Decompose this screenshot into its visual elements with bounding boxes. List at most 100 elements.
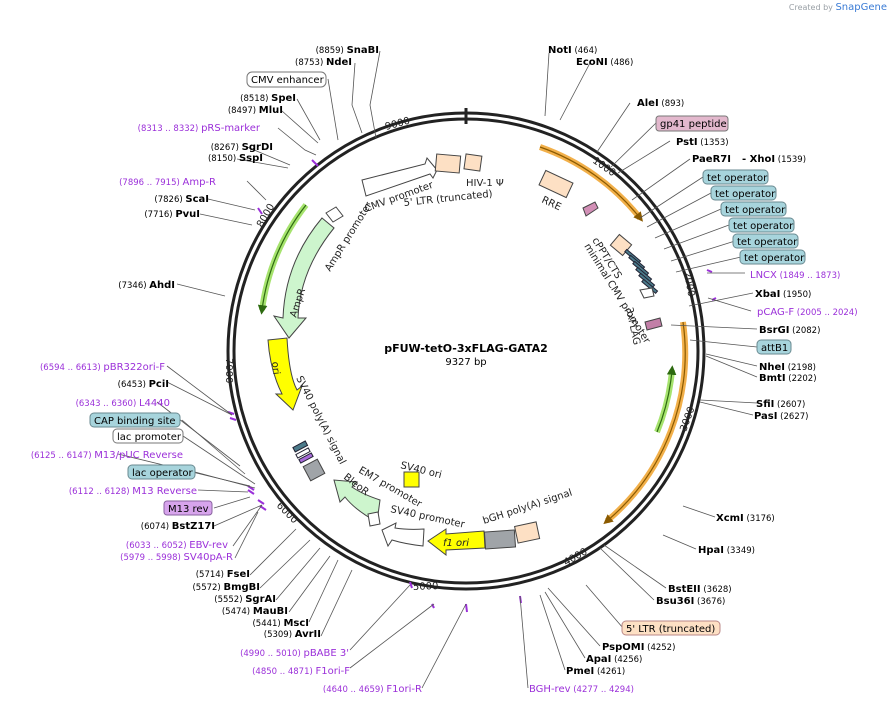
site-label-scai: (7826) ScaI xyxy=(154,194,209,205)
box-lac-promoter-label: lac promoter xyxy=(117,432,182,443)
site-position: (2202) xyxy=(786,374,817,384)
site-name: AhdI xyxy=(149,280,175,291)
primer-tick-11 xyxy=(706,269,713,273)
site-name: SpeI xyxy=(271,93,296,104)
plasmid-size: 9327 bp xyxy=(445,357,486,368)
primer-name: pRS-marker xyxy=(201,123,261,134)
leader-lines xyxy=(117,50,758,689)
primer-name: L4440 xyxy=(139,398,170,409)
feature-rre: RRE xyxy=(540,195,563,214)
primer-tick-10 xyxy=(465,603,468,613)
site-label-bsrgi: BsrGI (2082) xyxy=(759,325,820,336)
box-tet-3 xyxy=(720,201,787,217)
site-label-bmti: BmtI (2202) xyxy=(759,373,817,384)
site-label-xbai: XbaI (1950) xyxy=(755,289,811,300)
primer-tick-5 xyxy=(247,489,255,495)
flag-marker xyxy=(644,317,663,331)
site-name: MauBI xyxy=(253,606,288,617)
site-label-sfii: SfiI (2607) xyxy=(756,399,805,410)
site-name: XbaI xyxy=(755,289,780,300)
site-name: SgrDI xyxy=(242,142,273,153)
site-position: (1353) xyxy=(698,138,729,148)
site-label-snabi: (8859) SnaBI xyxy=(316,45,379,56)
site-position: (7826) xyxy=(154,195,185,205)
feature-f1-ori: f1 ori xyxy=(443,538,469,549)
tick-label-8000: 8000 xyxy=(255,202,277,230)
site-label-econi: EcoNI (486) xyxy=(576,57,633,68)
site-label-ndei: (8753) NdeI xyxy=(295,57,352,68)
primer-position: (4640 .. 4659) xyxy=(323,685,386,695)
feature-ori: ori xyxy=(269,361,281,375)
box-tet-4 xyxy=(728,217,795,233)
box-lac-operator xyxy=(127,464,196,480)
site-name: BmgBI xyxy=(223,582,260,593)
site-position: (7716) xyxy=(144,210,175,220)
feature-3xflag: 3xFLAG xyxy=(623,306,642,346)
site-name: NheI xyxy=(759,362,785,373)
bgh-polya-box xyxy=(513,521,541,544)
feature-hiv-psi: HIV-1 Ψ xyxy=(466,178,504,189)
primer-position: (1849 .. 1873) xyxy=(777,271,840,281)
green-arc-right xyxy=(654,369,675,434)
site-label-hpai: HpaI (3349) xyxy=(698,545,755,556)
box-cmv-enhancer xyxy=(246,71,327,88)
site-position: (2198) xyxy=(785,363,816,373)
site-label-nhei: NheI (2198) xyxy=(759,362,816,373)
orange-arc-right-core xyxy=(603,321,686,525)
site-name: - XhoI xyxy=(742,154,775,165)
primer-position: (7896 .. 7915) xyxy=(119,178,182,188)
site-label-apai: ApaI (4256) xyxy=(586,654,642,665)
site-name: SnaBI xyxy=(347,45,379,56)
site-label-avrii: (5309) AvrII xyxy=(264,629,321,640)
site-name: FseI xyxy=(227,569,250,580)
site-position: (4256) xyxy=(611,655,642,665)
site-label-sgrai: (5552) SgrAI xyxy=(214,594,276,605)
primer-tick-8 xyxy=(409,581,413,589)
site-name: MluI xyxy=(259,105,283,116)
site-label-mlui: (8497) MluI xyxy=(228,105,283,116)
site-position: (5474) xyxy=(222,607,253,617)
site-position: (2627) xyxy=(777,412,808,422)
site-label-alei: AleI (893) xyxy=(637,98,684,109)
primer-name: pCAG-F xyxy=(757,307,794,318)
primer-position: (4277 .. 4294) xyxy=(571,685,634,695)
site-position: (3176) xyxy=(744,514,775,524)
box-lac-promoter xyxy=(112,428,184,444)
site-position: (8753) xyxy=(295,58,326,68)
box-lac-operator-label: lac operator xyxy=(132,468,193,479)
box-tet-1 xyxy=(702,169,769,185)
site-name: PaeR7I xyxy=(692,154,731,165)
box-attb1-label: attB1 xyxy=(761,343,788,354)
gp41-marker xyxy=(582,201,599,217)
tick-label-4000: 4000 xyxy=(562,546,590,568)
bgh-grey-box xyxy=(483,529,517,550)
ampr-arrow xyxy=(272,217,335,339)
site-label-noti: NotI (464) xyxy=(548,45,597,56)
site-position: (8267) xyxy=(211,143,242,153)
primer-label-m13-reverse: (6112 .. 6128) M13 Reverse xyxy=(69,486,197,497)
site-position: (6074) xyxy=(141,522,172,532)
site-name: NotI xyxy=(548,45,572,56)
tet-operator-stack xyxy=(624,248,659,295)
site-name: EcoNI xyxy=(576,57,608,68)
plasmid-name: pFUW-tetO-3xFLAG-GATA2 xyxy=(384,342,548,355)
ori-arrow xyxy=(267,337,304,411)
site-label-sspi: (8150) SspI xyxy=(208,153,263,164)
site-label-ahdi: (7346) AhdI xyxy=(118,280,175,291)
box-tet-6-label: tet operator xyxy=(744,253,805,264)
primer-name: M13/pUC Reverse xyxy=(94,450,183,461)
primer-name: F1ori-R xyxy=(386,684,422,695)
primer-position: (6033 .. 6052) xyxy=(126,541,189,551)
primer-position: (5979 .. 5998) xyxy=(120,553,183,563)
sv40-promoter-arrow xyxy=(381,522,425,548)
box-tet-1-label: tet operator xyxy=(707,173,768,184)
site-label-bmgbi: (5572) BmgBI xyxy=(192,582,260,593)
snapgene-credit: Created by SnapGene xyxy=(788,2,887,13)
feature-sv40-promoter: SV40 promoter xyxy=(389,504,466,531)
site-label-msci: (5441) MscI xyxy=(252,618,309,629)
site-label-pvui: (7716) PvuI xyxy=(144,209,200,220)
site-name: BstZ17I xyxy=(172,521,215,532)
site-name: BmtI xyxy=(759,373,786,384)
box-tet-4-label: tet operator xyxy=(733,221,794,232)
